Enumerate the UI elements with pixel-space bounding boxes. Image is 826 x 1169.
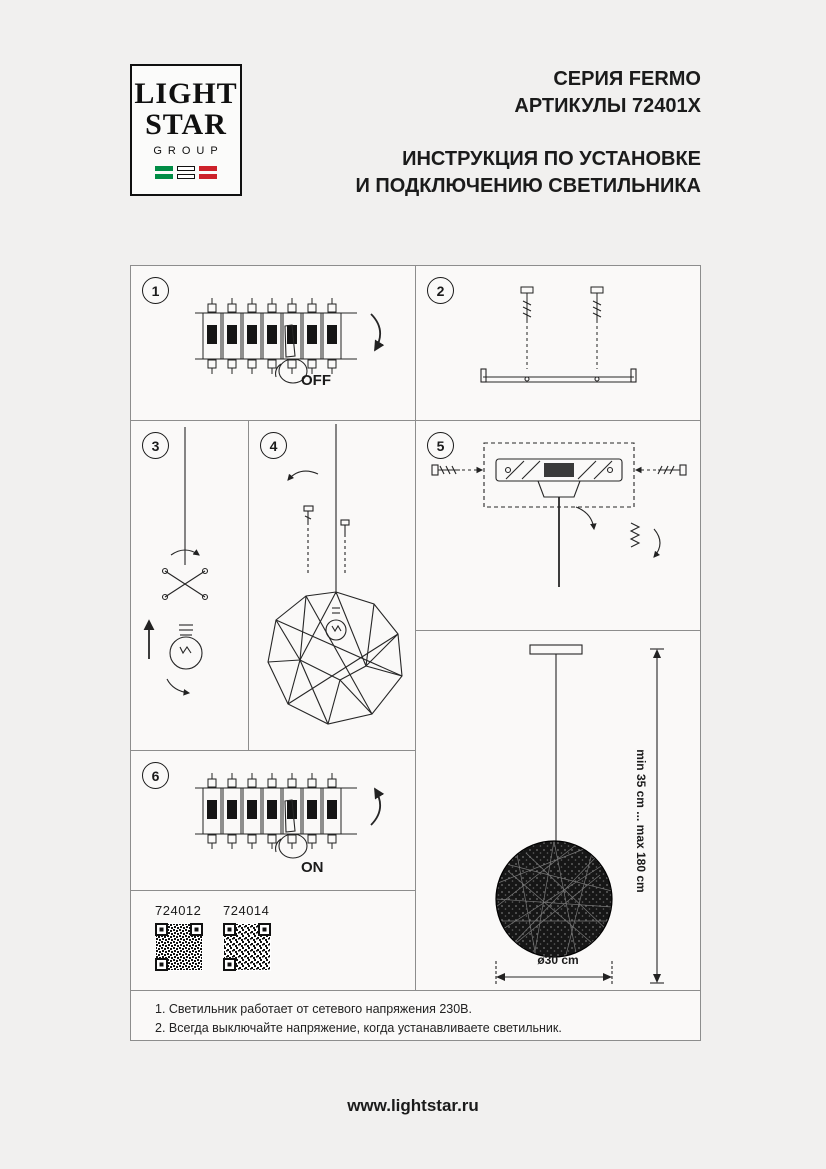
step-panel-3: 3 [130, 420, 249, 751]
pendant-lamp-illustration [495, 644, 664, 985]
step-panel-2: 2 [415, 265, 701, 421]
logo-word-star: STAR [145, 108, 227, 141]
footer-website: www.lightstar.ru [347, 1096, 479, 1115]
logo-word-light: LIGHT [134, 77, 238, 110]
step-number-badge: 3 [142, 432, 169, 459]
note-line: 1. Светильник работает от сетевого напря… [155, 1002, 472, 1016]
lamp-diagram-panel: min 35 cm ... max 180 cm ø30 cm [415, 630, 701, 991]
articles-title: АРТИКУЛЫ 72401X [514, 95, 701, 117]
logo-flag [132, 166, 240, 179]
qr-code-image [223, 923, 271, 971]
step-number-badge: 5 [427, 432, 454, 459]
step-panel-5: 5 [415, 420, 701, 631]
instruction-title-line1: ИНСТРУКЦИЯ ПО УСТАНОВКЕ [402, 148, 701, 170]
step-panel-4: 4 [248, 420, 416, 751]
qr-group: 724012 [155, 903, 203, 976]
qr-label: 724014 [223, 903, 270, 918]
shade-assembly-illustration [267, 424, 403, 725]
step-number-badge: 4 [260, 432, 287, 459]
step-number-badge: 2 [427, 277, 454, 304]
lightstar-logo: LIGHT STAR GROUP [130, 64, 242, 196]
logo-word-group: GROUP [153, 145, 224, 157]
ceiling-mount-illustration [431, 442, 687, 587]
wire-connection-illustration [143, 427, 209, 696]
diameter-label: ø30 cm [537, 953, 579, 967]
note-line: 2. Всегда выключайте напряжение, когда у… [155, 1020, 562, 1035]
instruction-title-line2: И ПОДКЛЮЧЕНИЮ СВЕТИЛЬНИКА [355, 175, 701, 197]
step-panel-1: 1 [130, 265, 416, 421]
qr-label: 724012 [155, 903, 202, 918]
qr-code-image [155, 923, 203, 971]
qr-panel: 724012 724014 [130, 890, 416, 991]
on-label: ON [301, 859, 324, 876]
notes-panel: 1. Светильник работает от сетевого напря… [130, 990, 701, 1041]
height-range-label: min 35 cm ... max 180 cm [634, 749, 648, 893]
step-number-badge: 1 [142, 277, 169, 304]
breaker-on-illustration [195, 772, 385, 859]
qr-group: 724014 [223, 903, 271, 976]
step-panel-6: 6 ON [130, 750, 416, 891]
mounting-bracket-illustration [480, 286, 637, 383]
step-number-badge: 6 [142, 762, 169, 789]
breaker-off-illustration [195, 297, 385, 384]
header-titles: СЕРИЯ FERMO АРТИКУЛЫ 72401X ИНСТРУКЦИЯ П… [355, 66, 701, 200]
off-label: OFF [301, 372, 331, 389]
series-title: СЕРИЯ FERMO [553, 68, 701, 90]
